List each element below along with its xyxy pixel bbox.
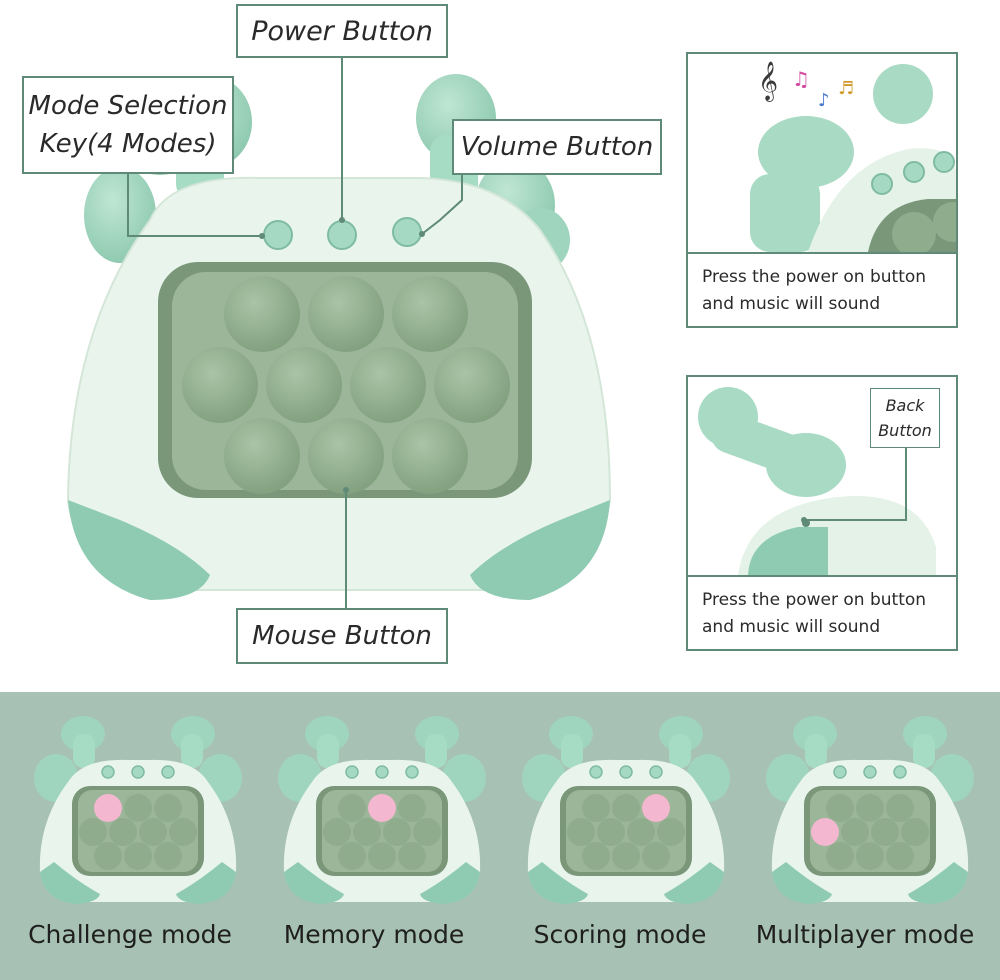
power-button-callout: Power Button <box>236 4 448 58</box>
mode-label-memory: Memory mode <box>283 920 465 949</box>
main-toy-illustration <box>66 58 612 608</box>
detail-panel-music: 𝄞 ♫ ♪ ♬ Press the power on button and mu… <box>686 52 958 328</box>
panel-caption: Press the power on button and music will… <box>688 252 956 326</box>
panel-caption: Press the power on button and music will… <box>688 575 956 649</box>
bubble-grid <box>182 276 510 494</box>
foot-right <box>470 500 610 600</box>
mode-label-challenge: Challenge mode <box>28 920 232 949</box>
mode-selection-callout: Mode Selection Key(4 Modes) <box>22 76 234 174</box>
foot-left <box>68 500 210 600</box>
volume-button-callout: Volume Button <box>452 119 662 175</box>
lit-bubble <box>642 794 670 822</box>
mode-label-multiplayer: Multiplayer mode <box>755 920 975 949</box>
mode-label-scoring: Scoring mode <box>533 920 707 949</box>
lit-bubble <box>368 794 396 822</box>
mouse-button-callout: Mouse Button <box>236 608 448 664</box>
lit-bubble <box>811 818 839 846</box>
music-note-icon: ♫ <box>792 67 810 91</box>
toy-closeup-photo: 𝄞 ♫ ♪ ♬ <box>688 54 956 252</box>
treble-clef-icon: 𝄞 <box>758 61 778 102</box>
music-note-icon: ♪ <box>818 90 830 111</box>
music-note-icon: ♬ <box>838 78 854 99</box>
leader-lines <box>127 58 463 608</box>
detail-panel-back: Press the power on button and music will… <box>686 375 958 651</box>
lit-bubble <box>94 794 122 822</box>
back-button-callout: Back Button <box>870 388 940 448</box>
back-button-leader <box>801 448 907 523</box>
